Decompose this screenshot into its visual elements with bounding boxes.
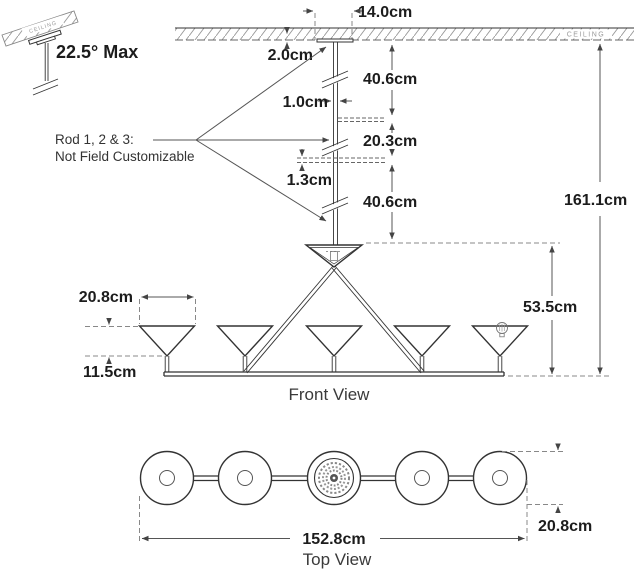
dim-canopy-height: 2.0cm	[268, 47, 313, 64]
top-center-canopy	[306, 450, 362, 506]
sloped-canopy	[27, 29, 62, 46]
dim-overall-height: 161.1cm	[564, 192, 627, 209]
canopy	[314, 13, 354, 43]
top-view-fixture	[139, 450, 528, 506]
top-shade-1	[139, 450, 195, 506]
dim-shade-width: 20.8cm	[79, 289, 133, 306]
front-view-label: Front View	[289, 385, 371, 404]
dim-fixture-height: 53.5cm	[523, 299, 577, 316]
bulb-icon	[496, 322, 508, 338]
dim-rod-diameter: 1.0cm	[283, 94, 328, 111]
dim-shade-diameter: 20.8cm	[538, 518, 592, 535]
max-angle-label: 22.5° Max	[56, 42, 138, 62]
top-shade-5	[472, 450, 528, 506]
dim-rod-middle: 20.3cm	[363, 133, 417, 150]
rod-note-line2: Not Field Customizable	[55, 149, 195, 164]
hanging-rod	[297, 42, 385, 246]
top-shade-4	[394, 450, 450, 506]
shade-4	[392, 325, 452, 358]
dim-shade-height: 11.5cm	[83, 364, 136, 381]
sloped-ceiling-icon: CEILING 22.5° Max	[1, 10, 138, 96]
dim-rod-upper: 40.6cm	[363, 71, 417, 88]
rod-note-line1: Rod 1, 2 & 3:	[55, 132, 134, 147]
dim-coupler-height: 1.3cm	[287, 172, 332, 189]
front-view-fixture	[137, 244, 530, 377]
top-view-label: Top View	[303, 550, 372, 569]
ceiling-band: CEILING	[175, 27, 634, 41]
shade-1	[137, 325, 197, 358]
top-shade-2	[217, 450, 273, 506]
top-dimensions: 20.8cm 152.8cm Top View	[139, 443, 592, 569]
ceiling-label: CEILING	[567, 32, 606, 39]
dim-overall-length: 152.8cm	[302, 531, 365, 548]
fixture-bar	[163, 371, 505, 377]
dim-canopy-width: 14.0cm	[358, 4, 412, 21]
center-cone	[303, 244, 365, 268]
shade-3	[304, 325, 364, 358]
dim-rod-lower: 40.6cm	[363, 194, 417, 211]
shade-2	[215, 325, 275, 358]
front-dimensions: 14.0cm 2.0cm 40.6cm 1.0cm 20.3cm 1.3cm 4…	[55, 4, 627, 404]
